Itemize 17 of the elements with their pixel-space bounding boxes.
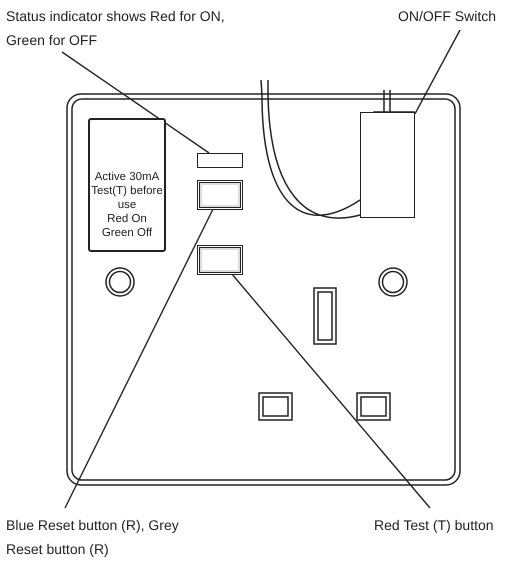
callout-text: ON/OFF Switch <box>398 4 510 28</box>
label-text: Test(T) before use <box>90 184 164 212</box>
leader-line <box>64 210 214 508</box>
leader-line <box>414 30 461 114</box>
callout-text: Red Test (T) button <box>374 513 514 537</box>
label-text: Red On <box>106 212 148 226</box>
leader-line <box>62 51 210 154</box>
status-indicator <box>197 153 243 168</box>
label-text: Green Off <box>100 226 154 240</box>
push-button <box>197 245 243 275</box>
info-label <box>88 118 166 252</box>
label-text: Active 30mA <box>94 170 160 184</box>
callout-text: Blue Reset button (R), Grey Reset button (R) <box>6 513 196 561</box>
leader-line <box>232 274 431 508</box>
switch-box <box>360 112 415 218</box>
callout-text: Status indicator shows Red for ON, Green for OFF <box>6 4 246 52</box>
push-button <box>197 180 243 210</box>
